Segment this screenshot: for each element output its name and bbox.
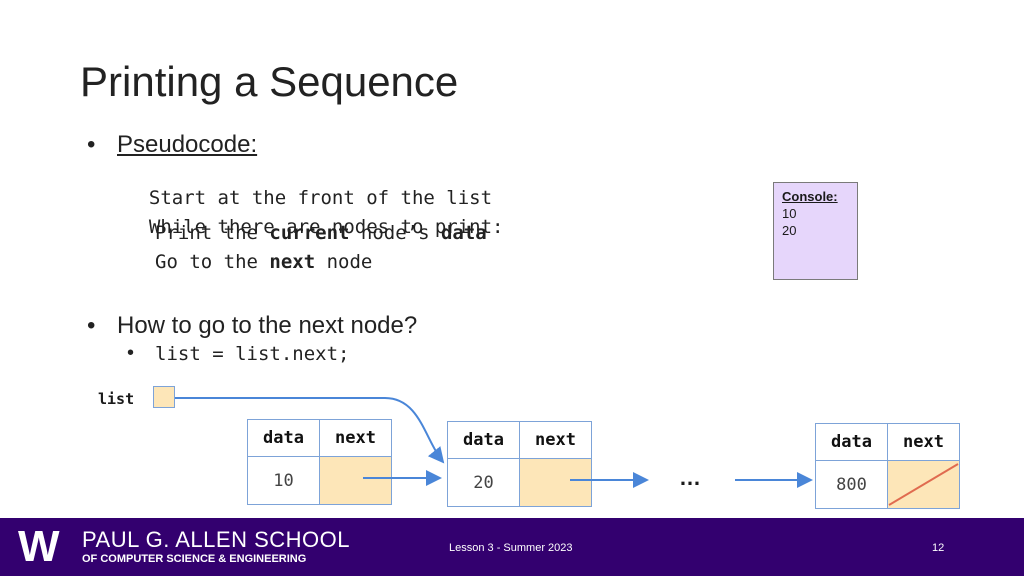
pseudocode-line-1: Start at the front of the list [126,165,492,209]
code-bold-data: data [440,222,487,244]
node-next-header: next [888,424,959,461]
list-pointer-arrow [175,397,445,464]
bullet-next-node: • How to go to the next node? [87,312,418,340]
ellipsis: … [679,465,701,490]
code-text: node’s [349,222,441,244]
console-box: Console: 10 20 [773,182,858,280]
pseudocode-heading: Pseudocode: [117,131,258,158]
node-next-header: next [520,422,591,459]
next-node-question: How to go to the next node? [117,312,418,339]
bullet-dot: • [127,342,135,364]
list-next-code: list = list.next; [155,343,350,365]
list-pointer-box [153,386,175,408]
console-line: 10 [782,206,797,221]
node-data-value: 800 [816,461,888,508]
node-20: data next 20 [447,421,592,507]
code-text: While there are nodes to print: [148,216,504,238]
node-data-header: data [448,422,520,459]
bullet-dot: • [87,131,96,158]
code-bold-next: next [269,251,316,273]
code-bold-current: current [269,222,350,244]
slide-title: Printing a Sequence [80,58,459,105]
sub-bullet-code: • list = list.next; [127,342,350,365]
lesson-label: Lesson 3 - Summer 2023 [449,542,573,554]
code-text: node [315,251,373,273]
console-header: Console: [782,189,838,204]
node-data-header: data [816,424,888,461]
node-next-pointer [320,457,391,504]
pseudocode-line-3: Print the current node’s data [155,222,487,244]
list-variable-label: list [98,390,135,408]
pseudocode-line-4: Go to the next node [155,251,372,273]
null-slash [888,463,959,506]
code-text: Print the [155,222,270,244]
bullet-pseudocode: • Pseudocode: [87,131,258,159]
node-data-header: data [248,420,320,457]
pseudocode-line-2: While there are nodes to print: [126,194,504,238]
page-number: 12 [932,542,945,554]
node-data-value: 10 [248,457,320,504]
node-10: data next 10 [247,419,392,505]
school-name: PAUL G. ALLEN SCHOOL [82,527,350,552]
node-next-header: next [320,420,391,457]
code-text: Start at the front of the list [148,187,493,209]
footer-bar: W PAUL G. ALLEN SCHOOL OF COMPUTER SCIEN… [0,518,1024,576]
node-next-pointer [520,459,591,506]
uw-logo: W [18,522,60,571]
node-data-value: 20 [448,459,520,506]
console-line: 20 [782,223,797,238]
bullet-dot: • [87,312,96,339]
school-subtitle: OF COMPUTER SCIENCE & ENGINEERING [82,553,307,565]
code-text: Go to the [155,251,270,273]
